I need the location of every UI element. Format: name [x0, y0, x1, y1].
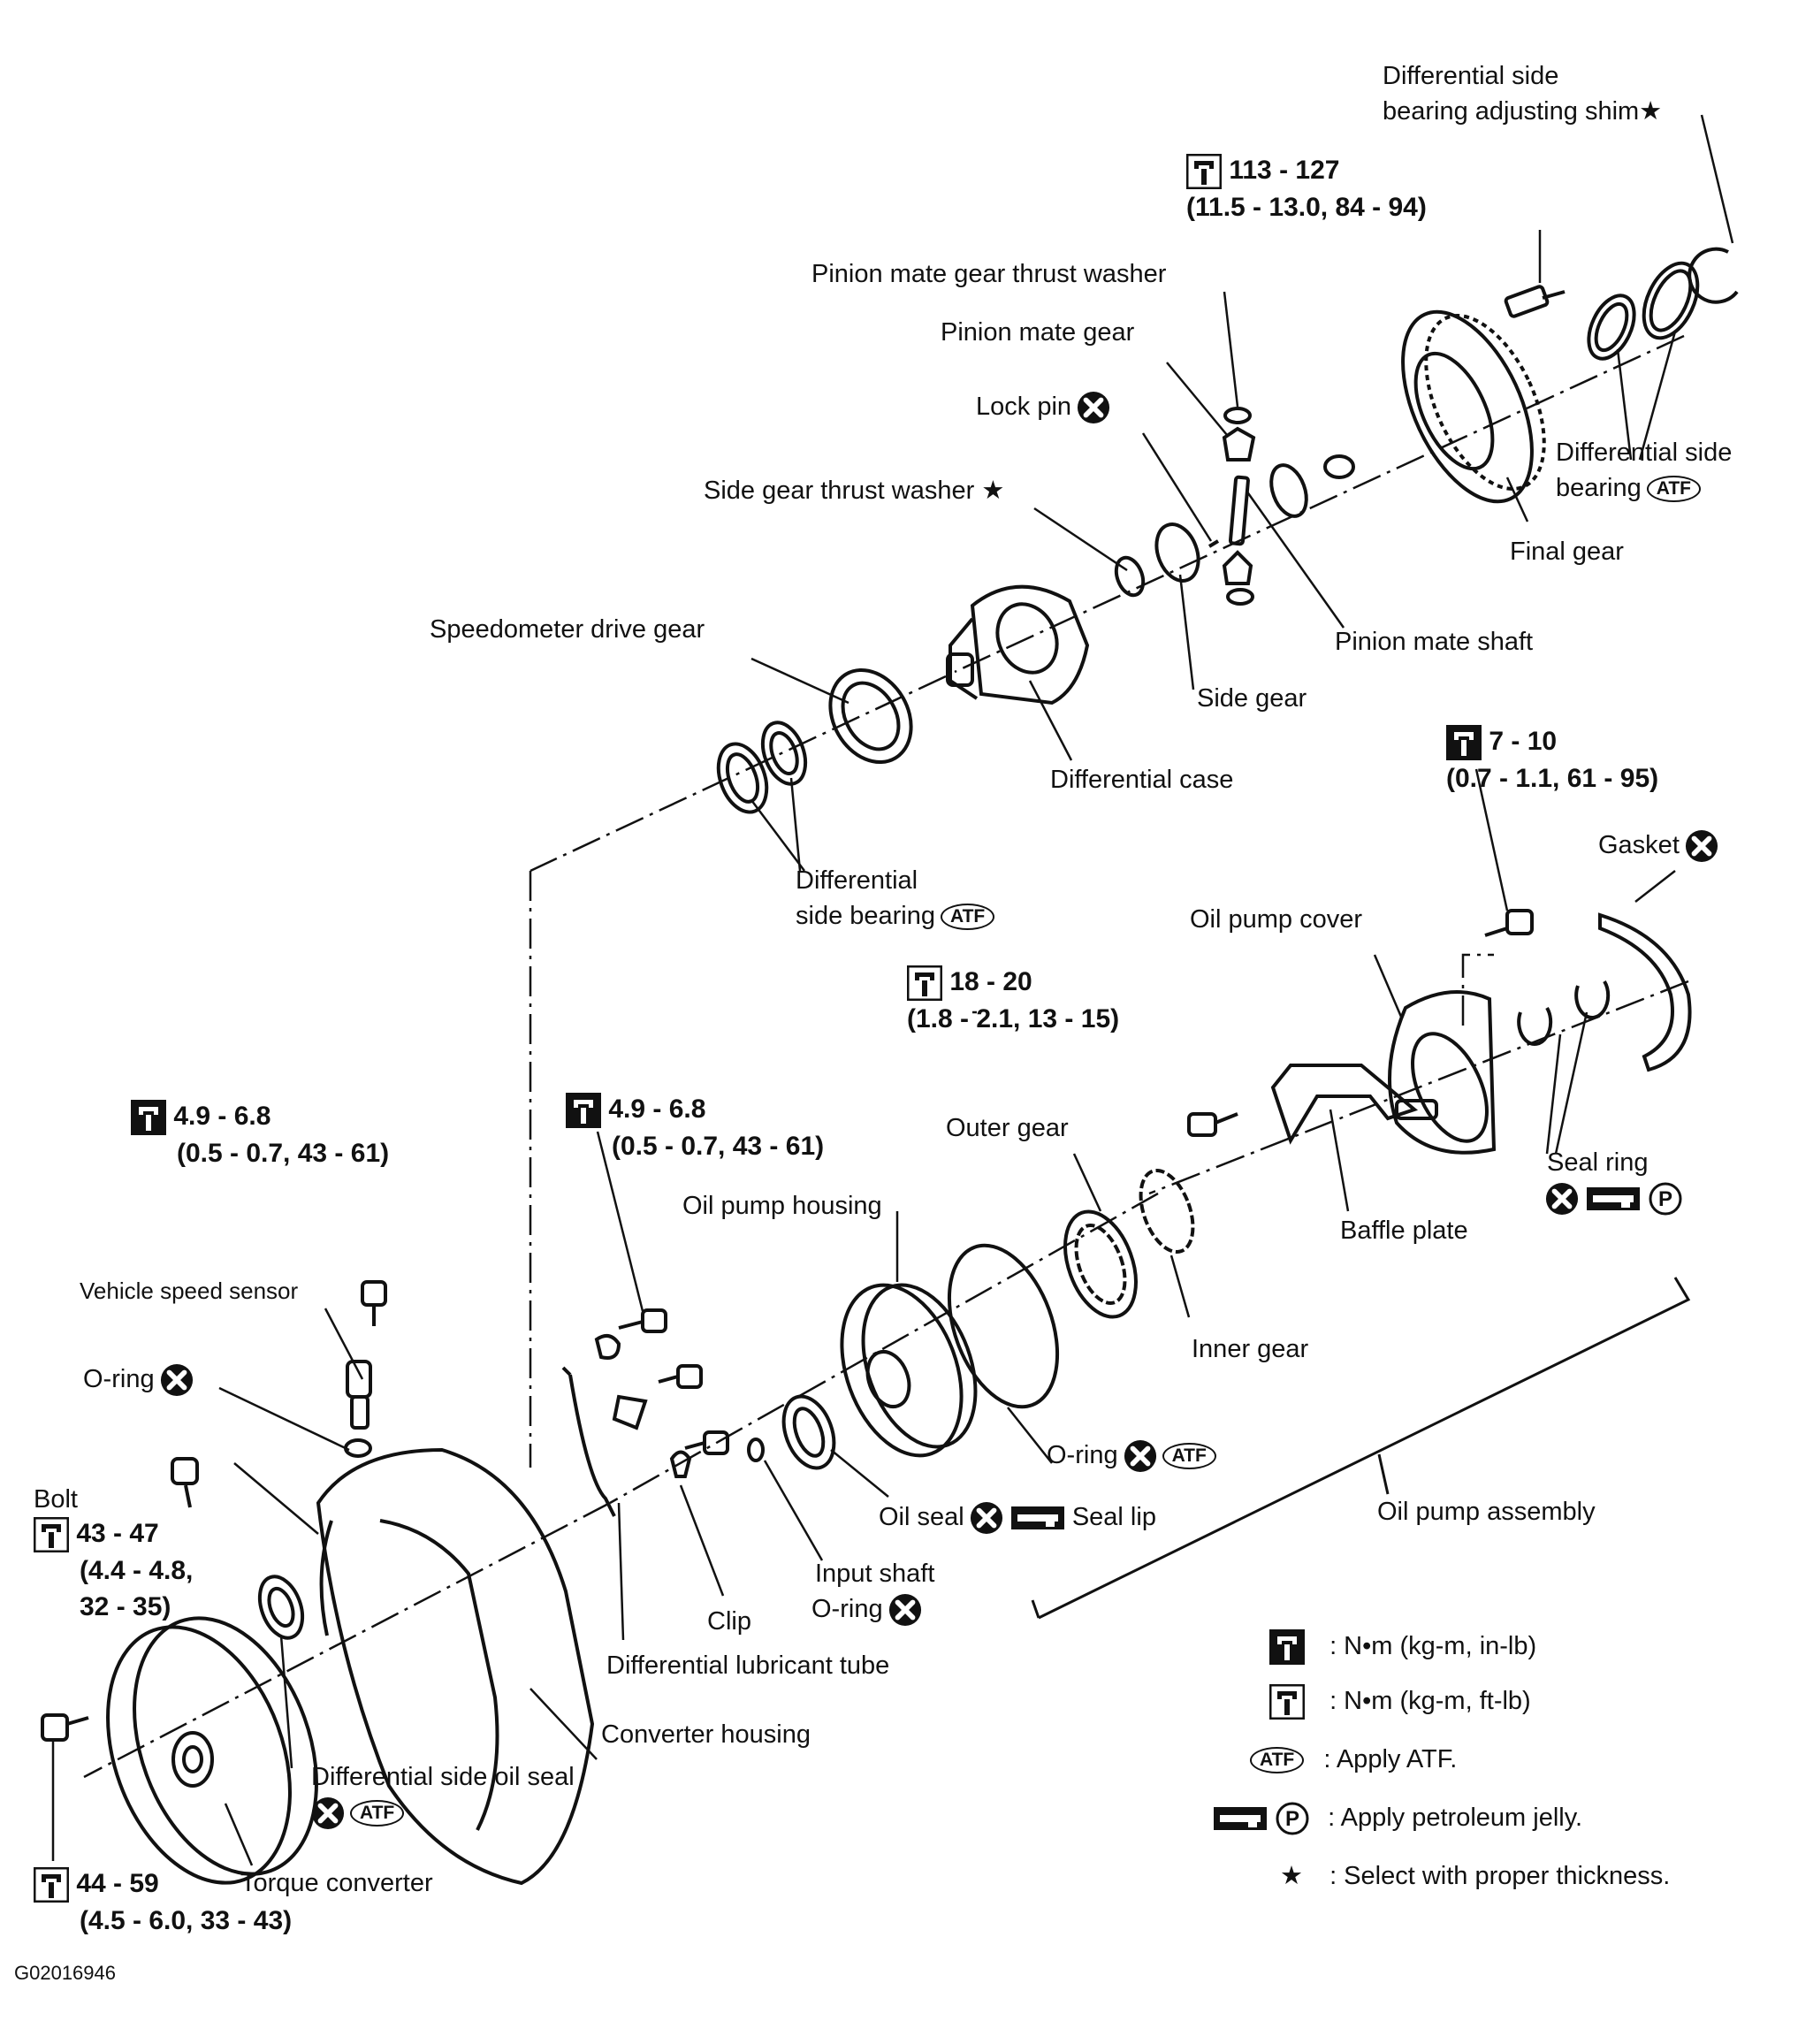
side-gear-label: Side gear — [1197, 684, 1307, 713]
svg-text:P: P — [1285, 1807, 1299, 1831]
differential-side-oil-seal-label: Differential side oil seal ATF — [311, 1759, 575, 1830]
legend-atf: ATF : Apply ATF. — [1245, 1742, 1457, 1777]
wrench-ft-lb-icon — [34, 1867, 69, 1903]
replace-x-icon — [1124, 1439, 1157, 1473]
atf-icon: ATF — [941, 904, 995, 931]
converter-bolt-torque: 44 - 59 (4.5 - 6.0, 33 - 43) — [34, 1865, 292, 1939]
legend-select: ★ : Select with proper thickness. — [1280, 1862, 1671, 1890]
baffle-bolt-torque: 18 - 20 (1.8 - 2.1, 13 - 15) — [907, 965, 1120, 1034]
converter-housing-label: Converter housing — [601, 1720, 811, 1749]
clip-label: Clip — [707, 1607, 751, 1636]
petroleum-jelly-icon: P — [1649, 1182, 1682, 1216]
oil-pump-cover-label: Oil pump cover — [1190, 905, 1363, 934]
figure-id: G02016946 — [14, 1962, 116, 1984]
wrench-in-lb-icon — [1446, 725, 1482, 760]
pump-cover-bolt-torque: 7 - 10 (0.7 - 1.1, 61 - 95) — [1446, 725, 1659, 794]
bolt-label: Bolt — [34, 1485, 78, 1514]
diff-side-bearing-shim-label: Differential side bearing adjusting shim… — [1383, 62, 1663, 126]
gasket-label: Gasket — [1598, 828, 1718, 863]
legend-ft-lb: : N•m (kg-m, ft-lb) — [1269, 1683, 1531, 1720]
differential-lubricant-tube-label: Differential lubricant tube — [606, 1651, 890, 1680]
oil-seal-label: Oil seal Seal lip — [879, 1499, 1156, 1535]
differential-case-label: Differential case — [1050, 766, 1234, 794]
speedometer-drive-gear-label: Speedometer drive gear — [430, 615, 705, 644]
petroleum-jelly-icon: P — [1276, 1802, 1309, 1835]
torque-converter-label: Torque converter — [240, 1869, 433, 1897]
grease-gun-icon — [1214, 1807, 1267, 1831]
atf-icon: ATF — [350, 1800, 405, 1827]
housing-bolt-torque: 43 - 47 (4.4 - 4.8, 32 - 35) — [34, 1515, 193, 1625]
lock-pin-label: Lock pin — [976, 389, 1110, 424]
o-ring-left-label: O-ring — [83, 1361, 194, 1397]
vehicle-speed-sensor-label: Vehicle speed sensor — [80, 1278, 299, 1304]
input-shaft-o-ring-label: Input shaft O-ring — [811, 1556, 934, 1627]
oil-pump-assembly-label: Oil pump assembly — [1377, 1498, 1596, 1526]
atf-icon: ATF — [1646, 476, 1702, 503]
wrench-ft-lb-icon — [907, 965, 942, 1001]
wrench-in-lb-icon — [566, 1093, 601, 1128]
seal-ring-label: Seal ring P — [1545, 1145, 1683, 1216]
wrench-ft-lb-icon — [1186, 154, 1222, 189]
final-gear-label: Final gear — [1510, 538, 1624, 566]
wrench-in-lb-icon — [1269, 1629, 1305, 1665]
replace-x-icon — [970, 1501, 1003, 1535]
grease-gun-icon — [1587, 1187, 1641, 1211]
pinion-mate-gear-thrust-washer-label: Pinion mate gear thrust washer — [811, 260, 1167, 288]
inner-gear-label: Inner gear — [1192, 1335, 1309, 1363]
final-gear-bolt-torque: 113 - 127 (11.5 - 13.0, 84 - 94) — [1186, 154, 1427, 223]
outer-gear-label: Outer gear — [946, 1114, 1069, 1142]
replace-x-icon — [888, 1593, 922, 1627]
star-icon: ★ — [981, 477, 1005, 505]
replace-x-icon — [1685, 829, 1718, 863]
pinion-mate-gear-label: Pinion mate gear — [941, 318, 1135, 347]
replace-x-icon — [1077, 391, 1110, 424]
star-icon: ★ — [1639, 97, 1663, 126]
oil-pump-housing-label: Oil pump housing — [682, 1192, 882, 1220]
wrench-ft-lb-icon — [1269, 1684, 1305, 1720]
replace-x-icon — [1545, 1182, 1579, 1216]
svg-text:P: P — [1658, 1187, 1672, 1211]
replace-x-icon — [160, 1363, 194, 1397]
replace-x-icon — [311, 1796, 345, 1830]
speed-sensor-bolt-torque: 4.9 - 6.8 (0.5 - 0.7, 43 - 61) — [131, 1098, 389, 1171]
pinion-mate-shaft-label: Pinion mate shaft — [1335, 628, 1534, 656]
grease-gun-icon — [1010, 1506, 1064, 1530]
wrench-ft-lb-icon — [34, 1517, 69, 1552]
tube-bolt-torque: 4.9 - 6.8 (0.5 - 0.7, 43 - 61) — [566, 1091, 824, 1164]
legend-petroleum: P : Apply petroleum jelly. — [1213, 1800, 1582, 1836]
side-gear-thrust-washer-label: Side gear thrust washer ★ — [704, 477, 1005, 505]
legend-in-lb: : N•m (kg-m, in-lb) — [1269, 1628, 1536, 1665]
wrench-in-lb-icon — [131, 1100, 166, 1135]
atf-icon: ATF — [1162, 1443, 1216, 1470]
baffle-plate-label: Baffle plate — [1340, 1216, 1468, 1245]
star-icon: ★ — [1280, 1862, 1303, 1890]
atf-icon: ATF — [1250, 1747, 1305, 1774]
